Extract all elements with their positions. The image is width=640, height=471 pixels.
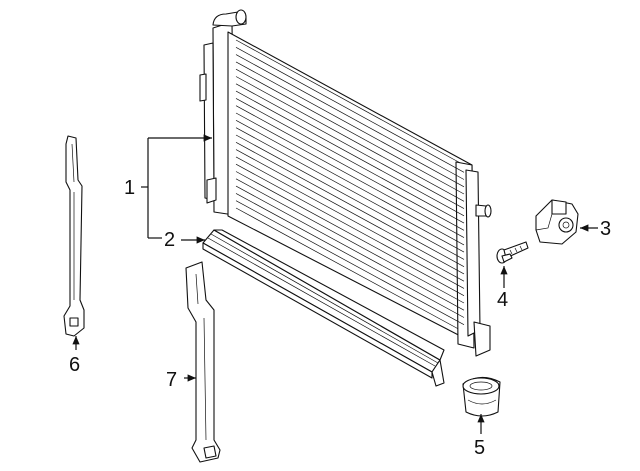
air-guide-right-part <box>185 261 221 463</box>
radiator-fins <box>235 46 465 326</box>
radiator-fin-line <box>235 54 465 180</box>
mount-part <box>462 376 501 417</box>
radiator-fin-line <box>235 171 465 297</box>
callout-7: 7 <box>166 369 177 391</box>
callout-4: 4 <box>497 289 508 311</box>
radiator-fin-line <box>235 156 465 282</box>
radiator-fin-line <box>235 193 465 318</box>
radiator-fin-line <box>235 112 465 238</box>
radiator-fin-line <box>235 68 465 195</box>
radiator-fin-line <box>235 90 465 217</box>
radiator-fin-line <box>235 46 465 173</box>
seal-strip-part <box>202 229 445 387</box>
radiator-fin-line <box>235 185 465 311</box>
bolt-part <box>496 241 529 264</box>
radiator-part <box>199 9 492 357</box>
radiator-fin-line <box>235 149 465 275</box>
radiator-fin-line <box>235 163 465 289</box>
radiator-fin-line <box>235 141 465 268</box>
leader-lines <box>72 134 598 434</box>
callout-1: 1 <box>124 177 135 199</box>
radiator-fin-line <box>235 76 465 202</box>
radiator-fin-line <box>235 61 465 188</box>
callout-3: 3 <box>600 218 611 240</box>
callout-5: 5 <box>474 437 485 459</box>
bracket-part <box>535 199 579 245</box>
radiator-fin-line <box>235 178 465 304</box>
radiator-fin-line <box>235 105 465 231</box>
callout-2: 2 <box>164 229 175 251</box>
radiator-fin-line <box>235 127 465 253</box>
radiator-fin-line <box>235 200 465 326</box>
radiator-fin-line <box>235 98 465 224</box>
callout-6: 6 <box>69 354 80 376</box>
radiator-fin-line <box>235 83 465 209</box>
air-guide-left-part <box>63 135 85 337</box>
radiator-fin-line <box>235 119 465 246</box>
radiator-fin-line <box>235 134 465 260</box>
